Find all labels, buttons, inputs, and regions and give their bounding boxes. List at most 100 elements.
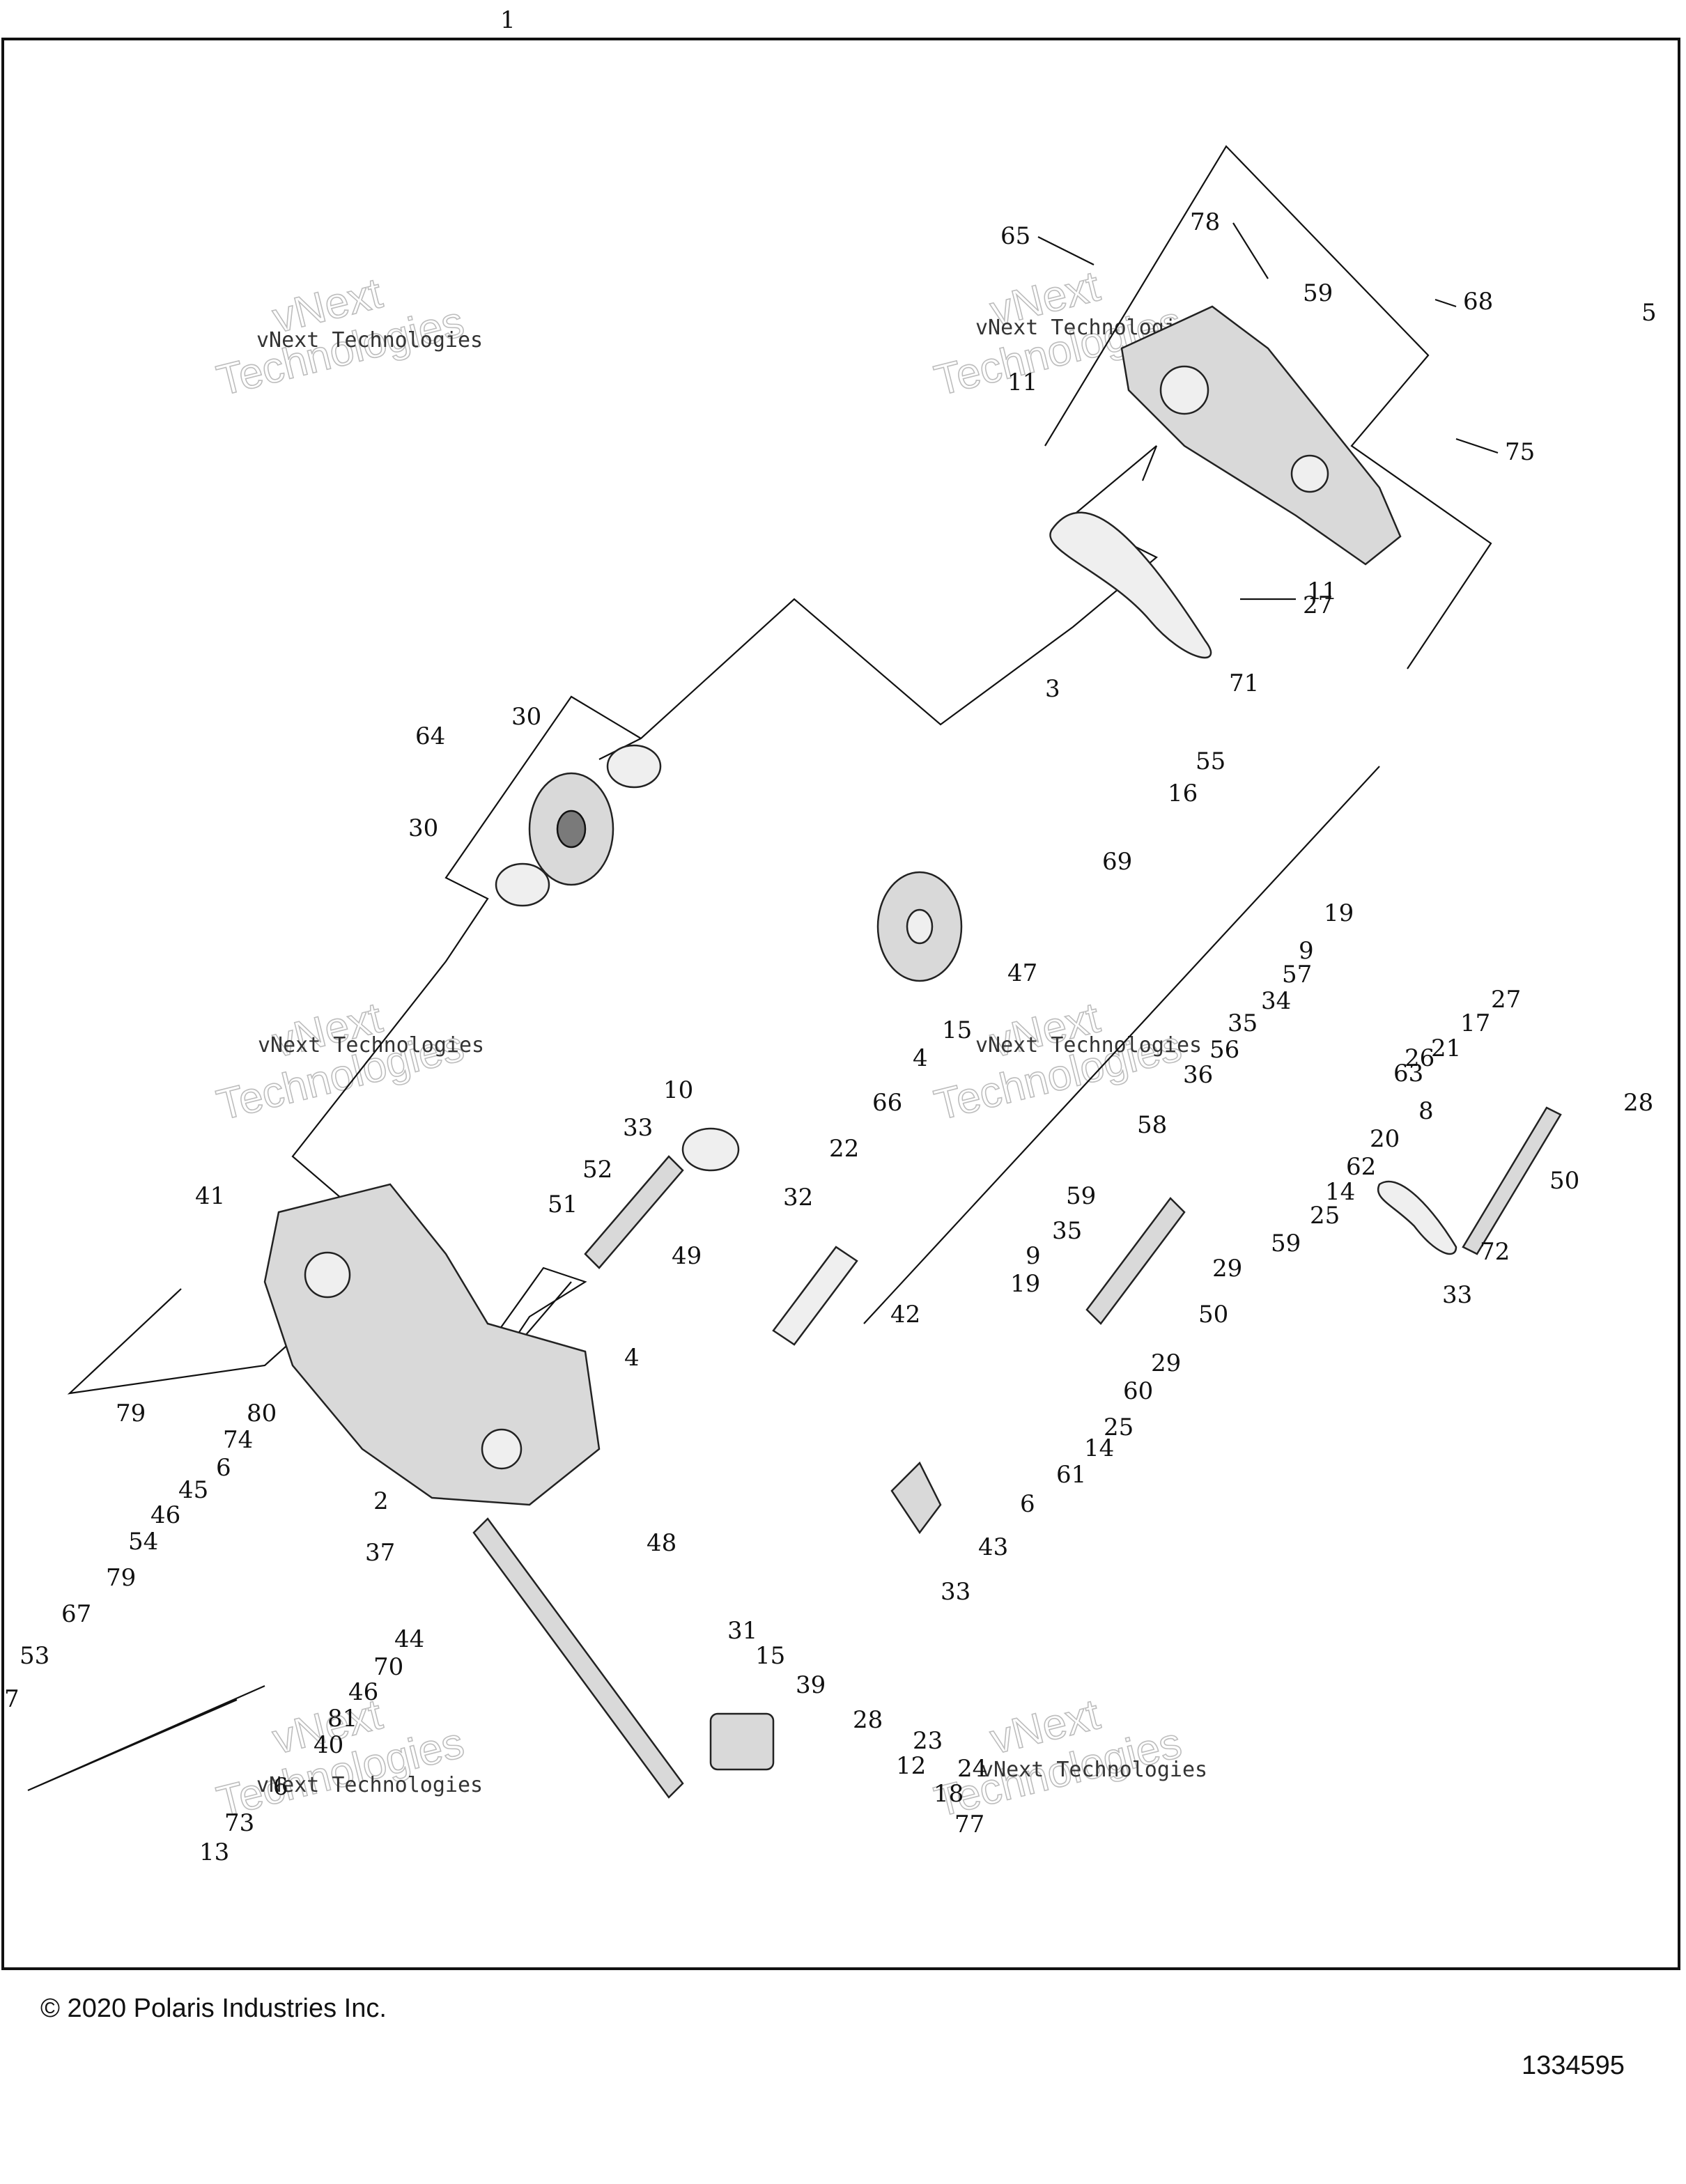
callout-64: 62 bbox=[1346, 1153, 1376, 1181]
case-cover bbox=[1120, 305, 1402, 566]
callout-15: 15 bbox=[942, 1016, 972, 1044]
callout-29: 29 bbox=[1212, 1255, 1242, 1283]
top-label: 1 bbox=[500, 6, 516, 34]
callout-9: 9 bbox=[1299, 937, 1314, 965]
callout-37: 37 bbox=[365, 1539, 395, 1567]
callout-81: 81 bbox=[327, 1705, 357, 1733]
drawing-number: 1334595 bbox=[1522, 2051, 1625, 2080]
bearing-30 bbox=[495, 744, 662, 907]
callout-38: 39 bbox=[796, 1671, 826, 1699]
drive-belt bbox=[1049, 511, 1212, 659]
callout-6: 6 bbox=[216, 1454, 231, 1482]
callout-27: 27 bbox=[1303, 591, 1333, 619]
callout-28: 28 bbox=[1623, 1089, 1653, 1117]
callout-62: 60 bbox=[1123, 1377, 1153, 1405]
callout-70: 68 bbox=[1463, 288, 1493, 316]
callout-76: 74 bbox=[223, 1426, 253, 1454]
gear-47 bbox=[876, 871, 963, 982]
callout-55: 54 bbox=[128, 1528, 158, 1556]
callout-73: 71 bbox=[1229, 669, 1259, 697]
bearing-32 bbox=[681, 1127, 740, 1172]
callout-60: 59 bbox=[1303, 279, 1333, 307]
callout-33: 33 bbox=[1442, 1281, 1472, 1309]
copyright-notice: © 2020 Polaris Industries Inc. bbox=[40, 1994, 387, 2023]
callout-9: 9 bbox=[1026, 1242, 1041, 1270]
shaft-50 bbox=[1085, 1197, 1186, 1325]
callout-25: 25 bbox=[1310, 1202, 1340, 1230]
callout-49: 49 bbox=[672, 1242, 702, 1270]
watermark-line1: vNext Technologies bbox=[258, 1033, 484, 1058]
cover-plate-42 bbox=[890, 1461, 942, 1535]
callout-11: 11 bbox=[1007, 369, 1037, 396]
drive-belt-small bbox=[1377, 1180, 1457, 1255]
callout-41: 42 bbox=[890, 1301, 920, 1329]
callout-75: 73 bbox=[224, 1809, 254, 1837]
callout-24: 24 bbox=[957, 1755, 987, 1783]
watermark: vNext Technologies vNext Technologies vN… bbox=[212, 261, 1207, 1827]
assembly-outline-lines bbox=[27, 145, 1492, 1792]
callout-77: 75 bbox=[1505, 438, 1535, 466]
callout-52: 51 bbox=[548, 1191, 578, 1218]
callout-14: 14 bbox=[1325, 1178, 1355, 1206]
watermark-line1: vNext Technologies bbox=[256, 1773, 483, 1797]
callout-13: 13 bbox=[199, 1838, 229, 1866]
callout-32: 32 bbox=[783, 1184, 813, 1211]
callout-66: 64 bbox=[415, 722, 445, 750]
shaft-41 bbox=[772, 1246, 858, 1346]
callout-20: 20 bbox=[1370, 1125, 1400, 1153]
callout-58: 58 bbox=[1137, 1111, 1167, 1139]
callout-18: 18 bbox=[934, 1780, 964, 1808]
callout-74: 72 bbox=[1480, 1238, 1510, 1266]
callout-4: 4 bbox=[913, 1044, 928, 1072]
callout-82: 80 bbox=[247, 1400, 277, 1427]
callout-36: 35 bbox=[1228, 1009, 1258, 1037]
callout-33: 33 bbox=[941, 1578, 970, 1606]
callout-47: 47 bbox=[1007, 959, 1037, 987]
shaft-48 bbox=[472, 1517, 684, 1799]
callout-51: 50 bbox=[1549, 1167, 1579, 1195]
callout-15: 15 bbox=[755, 1642, 785, 1670]
callout-27: 27 bbox=[1491, 986, 1521, 1014]
callout-45: 46 bbox=[150, 1501, 180, 1529]
shaft-49 bbox=[584, 1155, 684, 1269]
callout-21: 21 bbox=[1431, 1035, 1461, 1062]
callout-34: 33 bbox=[623, 1114, 653, 1142]
callout-39: 40 bbox=[314, 1731, 343, 1759]
callout-16: 16 bbox=[1168, 780, 1198, 807]
callout-79: 79 bbox=[116, 1400, 146, 1427]
callout-10: 10 bbox=[663, 1076, 693, 1104]
large-gear bbox=[528, 772, 614, 886]
callout-48: 48 bbox=[647, 1529, 676, 1557]
callout-8: 8 bbox=[1418, 1097, 1434, 1125]
callout-43: 44 bbox=[394, 1625, 424, 1653]
callout-36: 36 bbox=[1183, 1061, 1213, 1089]
watermark-line1: vNext Technologies bbox=[981, 1758, 1207, 1782]
callout-35: 34 bbox=[1261, 987, 1291, 1015]
callout-59: 57 bbox=[1282, 961, 1312, 989]
callout-numbers: 65 78 59 68 5 11 75 11 27 71 3 55 16 69 … bbox=[4, 208, 1657, 1866]
callout-19: 19 bbox=[1324, 899, 1354, 927]
callout-40: 41 bbox=[195, 1182, 225, 1210]
callout-59: 59 bbox=[1066, 1182, 1096, 1210]
callout-12: 12 bbox=[896, 1752, 926, 1780]
callout-4: 4 bbox=[624, 1344, 640, 1372]
callout-17: 17 bbox=[1460, 1009, 1490, 1037]
callout-72: 70 bbox=[373, 1653, 403, 1681]
callout-6: 6 bbox=[273, 1773, 288, 1801]
callout-2: 2 bbox=[373, 1487, 389, 1515]
callout-5: 5 bbox=[1641, 299, 1657, 327]
callout-46: 46 bbox=[348, 1678, 378, 1706]
diagram-frame bbox=[1, 38, 1680, 1970]
callout-50: 50 bbox=[1198, 1301, 1228, 1329]
callout-57: 56 bbox=[1209, 1036, 1239, 1064]
callout-69: 67 bbox=[61, 1600, 91, 1628]
callout-63: 61 bbox=[1056, 1461, 1086, 1489]
main-transmission-case bbox=[263, 1183, 601, 1506]
callout-7: 7 bbox=[4, 1685, 20, 1713]
callout-53: 52 bbox=[582, 1156, 612, 1184]
callout-78: 77 bbox=[954, 1811, 984, 1838]
callout-42: 43 bbox=[978, 1533, 1008, 1561]
callout-65: 63 bbox=[1393, 1060, 1423, 1087]
callout-68: 66 bbox=[872, 1089, 902, 1117]
